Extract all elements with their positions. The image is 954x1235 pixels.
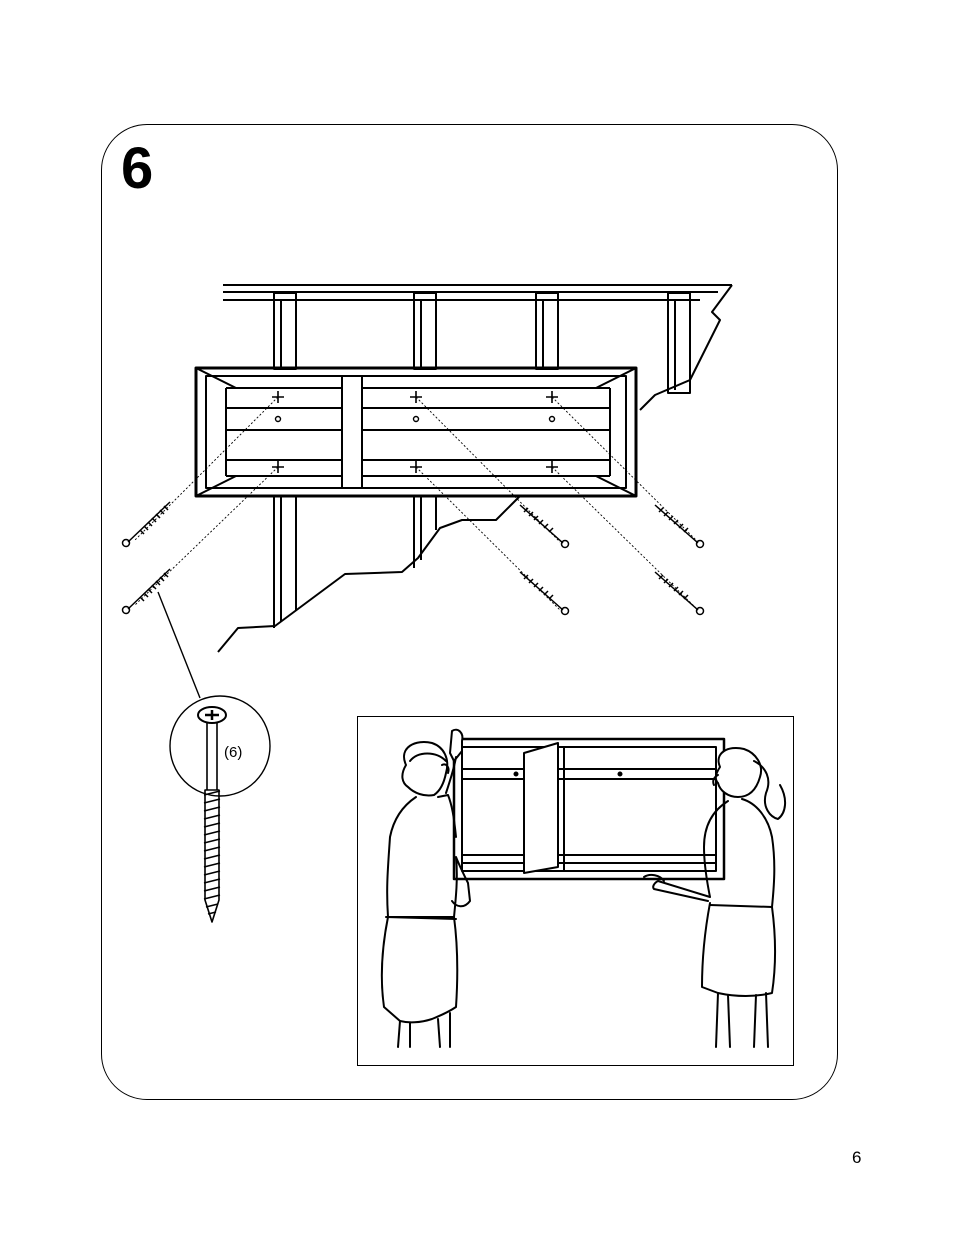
inset-frame xyxy=(357,716,794,1066)
screw-detail-callout xyxy=(170,696,270,922)
guide-lines xyxy=(135,397,698,610)
cabinet xyxy=(196,368,636,496)
inset-cabinet xyxy=(454,739,724,879)
right-person xyxy=(644,748,785,1047)
ceiling-beam xyxy=(223,285,732,410)
two-people-lifting-illustration xyxy=(358,717,795,1067)
wall-edge xyxy=(218,496,520,652)
left-person xyxy=(382,730,470,1047)
screw-quantity-label: (6) xyxy=(224,744,242,761)
page-number: 6 xyxy=(852,1148,861,1168)
